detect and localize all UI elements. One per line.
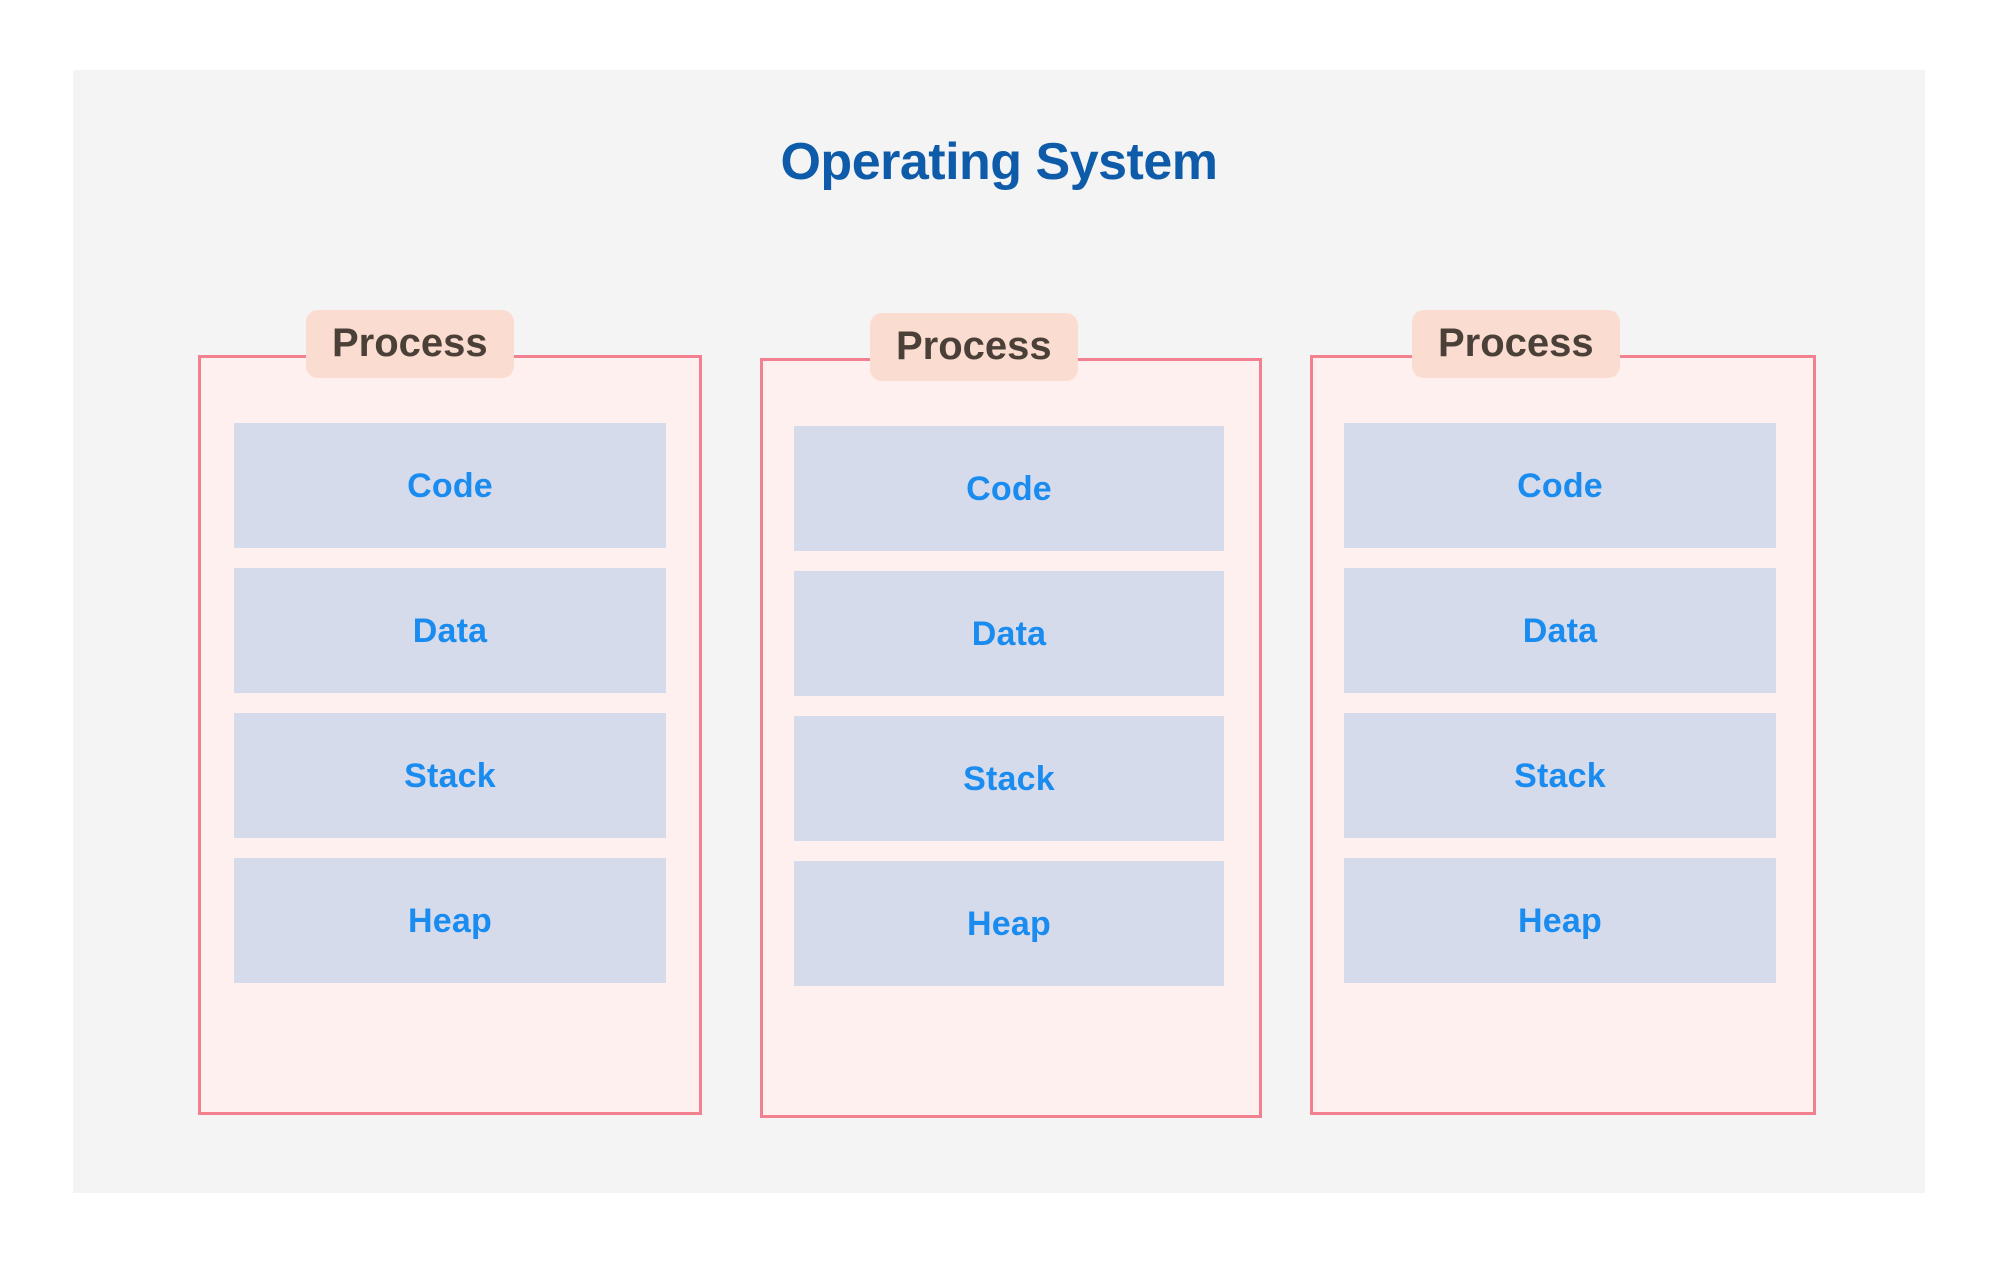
segment-label: Data xyxy=(971,614,1047,653)
memory-segment-heap[interactable]: Heap xyxy=(794,861,1224,986)
segment-label: Data xyxy=(412,611,488,650)
segment-label: Stack xyxy=(1514,756,1606,795)
memory-segment-stack[interactable]: Stack xyxy=(234,713,666,838)
process-title-tag: Process xyxy=(306,310,514,378)
segment-label: Code xyxy=(407,466,493,505)
segment-label: Code xyxy=(966,469,1052,508)
memory-segment-code[interactable]: Code xyxy=(794,426,1224,551)
process-column: Code Data Stack Heap Process xyxy=(1310,310,1816,1115)
process-row: Code Data Stack Heap Process xyxy=(73,70,1925,1193)
memory-segment-data[interactable]: Data xyxy=(794,571,1224,696)
memory-segment-stack[interactable]: Stack xyxy=(1344,713,1776,838)
process-column: Code Data Stack Heap Process xyxy=(760,313,1262,1118)
segment-label: Heap xyxy=(1518,901,1602,940)
process-segments: Code Data Stack Heap xyxy=(198,355,702,1115)
segment-label: Heap xyxy=(967,904,1051,943)
memory-segment-heap[interactable]: Heap xyxy=(234,858,666,983)
memory-segment-data[interactable]: Data xyxy=(234,568,666,693)
segment-label: Data xyxy=(1522,611,1598,650)
segment-label: Code xyxy=(1517,466,1603,505)
memory-segment-heap[interactable]: Heap xyxy=(1344,858,1776,983)
page-title: Operating System xyxy=(780,133,1218,191)
segment-label: Heap xyxy=(408,901,492,940)
memory-segment-code[interactable]: Code xyxy=(1344,423,1776,548)
process-column: Code Data Stack Heap Process xyxy=(198,310,702,1115)
memory-segment-stack[interactable]: Stack xyxy=(794,716,1224,841)
segment-label: Stack xyxy=(404,756,496,795)
memory-segment-data[interactable]: Data xyxy=(1344,568,1776,693)
segment-label: Stack xyxy=(963,759,1055,798)
process-title-tag: Process xyxy=(1412,310,1620,378)
operating-system-canvas: Operating System Code Data Stack Hea xyxy=(73,70,1925,1193)
process-segments: Code Data Stack Heap xyxy=(760,358,1262,1118)
memory-segment-code[interactable]: Code xyxy=(234,423,666,548)
process-title-tag: Process xyxy=(870,313,1078,381)
process-segments: Code Data Stack Heap xyxy=(1310,355,1816,1115)
